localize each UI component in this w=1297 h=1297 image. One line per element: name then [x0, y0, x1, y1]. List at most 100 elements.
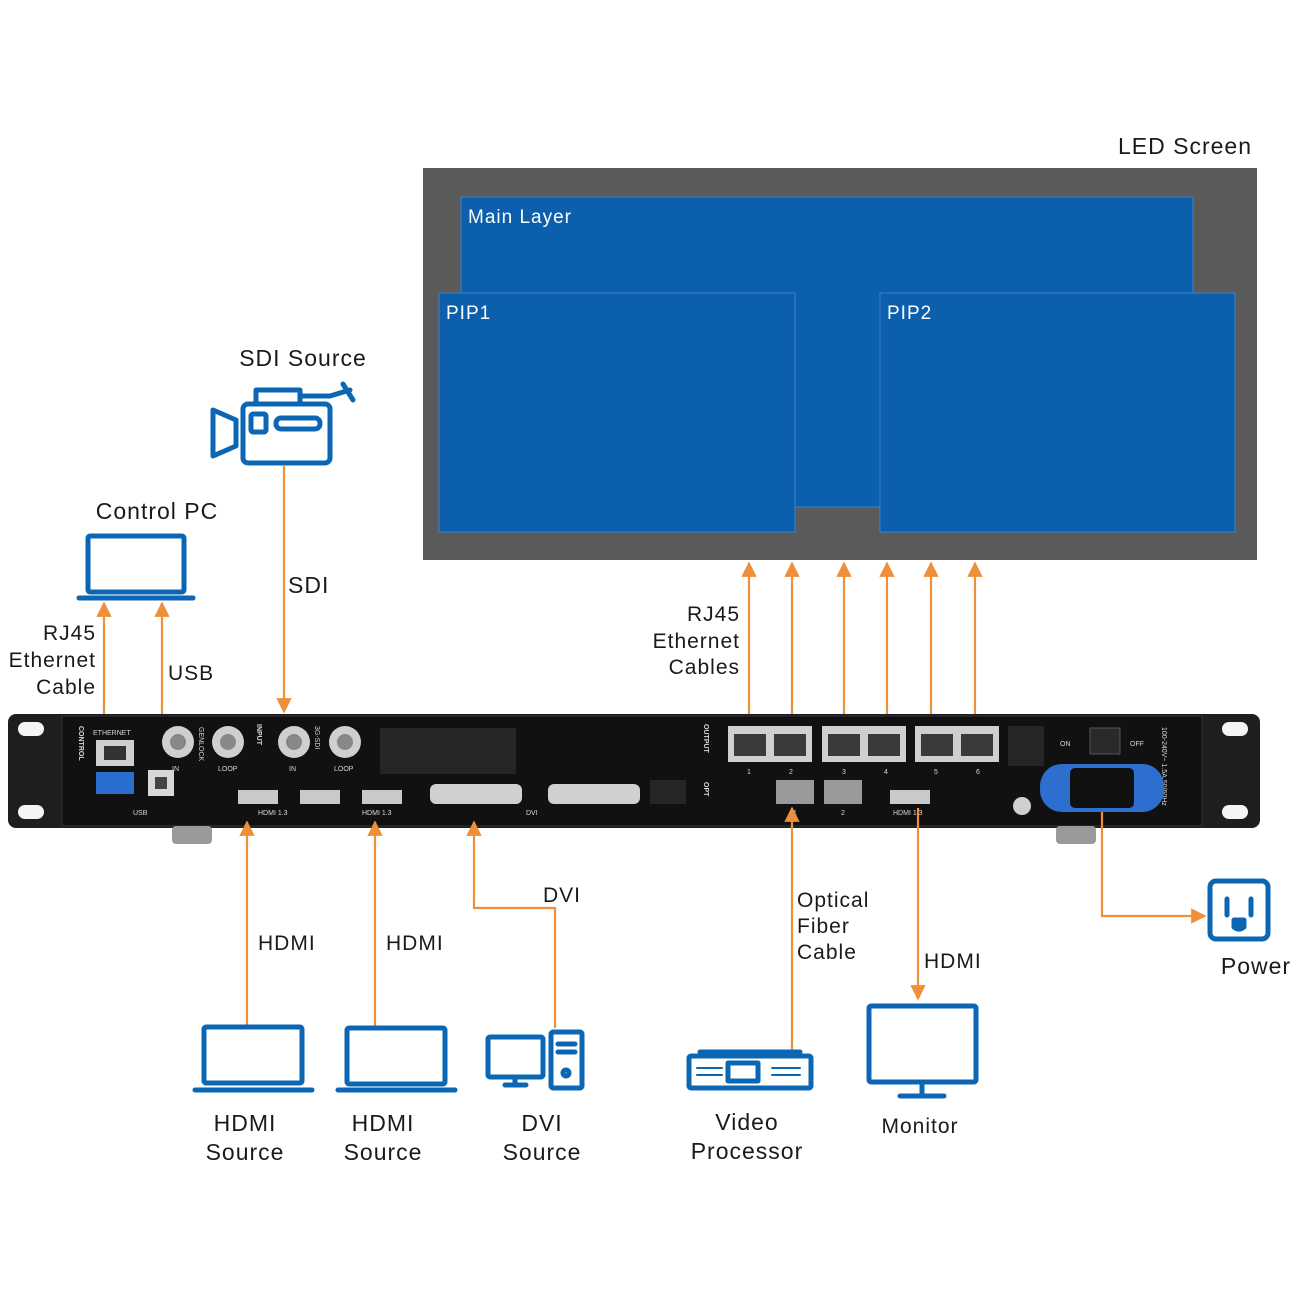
dvi-source-label-1: DVI: [521, 1110, 562, 1136]
output-port-2-label: 2: [789, 769, 793, 776]
output-link-label-3: Cables: [669, 656, 740, 679]
dvi-link-label: DVI: [543, 884, 581, 907]
usb-link-label: USB: [168, 662, 214, 685]
video-processor-label-2: Processor: [691, 1138, 804, 1164]
hdmi1-in-port[interactable]: [238, 790, 278, 804]
rj45-output-ports: 1 2 3 4 5 6: [728, 726, 999, 776]
hdmi-source-1-label-1: HDMI: [214, 1110, 277, 1136]
output-cables: RJ45 Ethernet Cables: [653, 561, 983, 728]
output-port-4[interactable]: [868, 734, 900, 756]
pip2-layer: [879, 292, 1236, 533]
sdi-link-label: SDI: [288, 572, 329, 598]
sdi-source-label: SDI Source: [239, 345, 367, 371]
sdi-type-label: 3G-SDI: [313, 726, 320, 749]
hdmi1-loop-port[interactable]: [300, 790, 340, 804]
hdmi2-in-port[interactable]: [362, 790, 402, 804]
dvi-loop-port[interactable]: [548, 784, 640, 804]
laptop-icon: [192, 1024, 315, 1093]
pip1-layer: [438, 292, 796, 533]
output-port-1[interactable]: [734, 734, 766, 756]
monitor-link-label: HDMI: [924, 950, 982, 973]
output-port-4-label: 4: [884, 769, 888, 776]
hdmi-source-2-label-2: Source: [344, 1139, 423, 1165]
output-port-6-label: 6: [976, 769, 980, 776]
rj45-link-label-1: RJ45: [43, 622, 96, 645]
input-section-label: INPUT: [255, 724, 262, 746]
output-port-3-label: 3: [842, 769, 846, 776]
led-screen: LED Screen Main Layer PIP1 PIP2: [423, 133, 1257, 560]
sdi-source: SDI Source SDI: [210, 345, 367, 714]
output-port-3[interactable]: [828, 734, 860, 756]
rj45-link-label-3: Cable: [36, 676, 96, 699]
hdmi2-label: HDMI 1.3: [362, 810, 392, 817]
output-link-label-1: RJ45: [687, 603, 740, 626]
vent-grille-1: [380, 728, 516, 774]
control-section-label: CONTROL: [77, 726, 84, 761]
main-layer-label: Main Layer: [468, 207, 572, 228]
dvi-label: DVI: [526, 810, 538, 817]
hdmi1-label: HDMI 1.3: [258, 810, 288, 817]
hdmi-monitor-out-port[interactable]: [890, 790, 930, 804]
power-off-label: OFF: [1130, 741, 1144, 748]
power-switch[interactable]: [1089, 727, 1121, 755]
rj45-link-label-2: Ethernet: [9, 649, 96, 672]
output-port-2[interactable]: [774, 734, 806, 756]
dvi-cable: [466, 820, 557, 1028]
video-processor-icon: [686, 1049, 814, 1091]
laptop-icon: [76, 533, 196, 601]
fiber-link-label-2: Fiber: [797, 915, 850, 938]
pip1-label: PIP1: [446, 303, 491, 324]
pip2-label: PIP2: [887, 303, 932, 324]
genlock-label: GENLOCK: [197, 727, 204, 762]
desktop-pc-icon: [485, 1029, 585, 1091]
control-pc: Control PC RJ45 Ethernet Cable USB: [9, 498, 218, 782]
output-port-5[interactable]: [921, 734, 953, 756]
opt-port-2[interactable]: [824, 780, 862, 804]
usb-a-port[interactable]: [96, 772, 134, 794]
hdmi-source-2-label-1: HDMI: [352, 1110, 415, 1136]
opt-port-2-label: 2: [841, 810, 845, 817]
hdmi-source-1: HDMI HDMI Source: [192, 820, 316, 1165]
sdi-in-label: IN: [289, 766, 296, 773]
monitor-label: Monitor: [881, 1115, 958, 1138]
monitor-icon: [866, 1003, 979, 1099]
hdmi-link-label-1: HDMI: [258, 932, 316, 955]
opt-port-1[interactable]: [776, 780, 814, 804]
opt-port-1-label: 1: [793, 810, 797, 817]
output-port-6[interactable]: [961, 734, 993, 756]
control-pc-label: Control PC: [96, 498, 218, 524]
dvi-source: DVI DVI Source: [466, 820, 585, 1165]
output-port-5-label: 5: [934, 769, 938, 776]
hdmi-out-label: HDMI 1.3: [893, 810, 923, 817]
genlock-in-label: IN: [172, 766, 179, 773]
fiber-link-label-3: Cable: [797, 941, 857, 964]
hdmi-source-2: HDMI HDMI Source: [335, 820, 458, 1165]
hdmi-link-label-2: HDMI: [386, 932, 444, 955]
ground-terminal[interactable]: [1013, 797, 1031, 815]
power-outlet-icon: [1207, 878, 1271, 942]
video-processor-label-1: Video: [715, 1109, 778, 1135]
power-label: Power: [1221, 953, 1291, 979]
dvi-source-label-2: Source: [503, 1139, 582, 1165]
output-link-label-2: Ethernet: [653, 630, 740, 653]
genlock-loop-label: LOOP: [218, 766, 238, 773]
monitor: HDMI Monitor: [866, 808, 982, 1138]
ethernet-port-label: ETHERNET: [93, 730, 131, 737]
fiber-link-label-1: Optical: [797, 889, 869, 912]
power-on-label: ON: [1060, 741, 1071, 748]
power-source: Power: [1100, 812, 1291, 979]
opt-section-label: OPT: [702, 782, 709, 797]
power-cable: [1100, 812, 1207, 924]
video-controller-rear-panel: CONTROL ETHERNET USB IN LOOP GENLOCK INP…: [8, 714, 1260, 844]
hdmi-source-1-label-2: Source: [206, 1139, 285, 1165]
dvi-in-port[interactable]: [430, 784, 522, 804]
vent-grille-2: [650, 726, 1044, 804]
power-rating-label: 100-240V~ 1.5A,50/60Hz: [1160, 727, 1167, 806]
output-port-1-label: 1: [747, 769, 751, 776]
sdi-loop-label: LOOP: [334, 766, 354, 773]
usb-port-label: USB: [133, 810, 148, 817]
video-processor: Optical Fiber Cable Video Processor: [686, 806, 869, 1164]
laptop-icon: [335, 1025, 458, 1093]
camera-icon: [210, 381, 356, 466]
